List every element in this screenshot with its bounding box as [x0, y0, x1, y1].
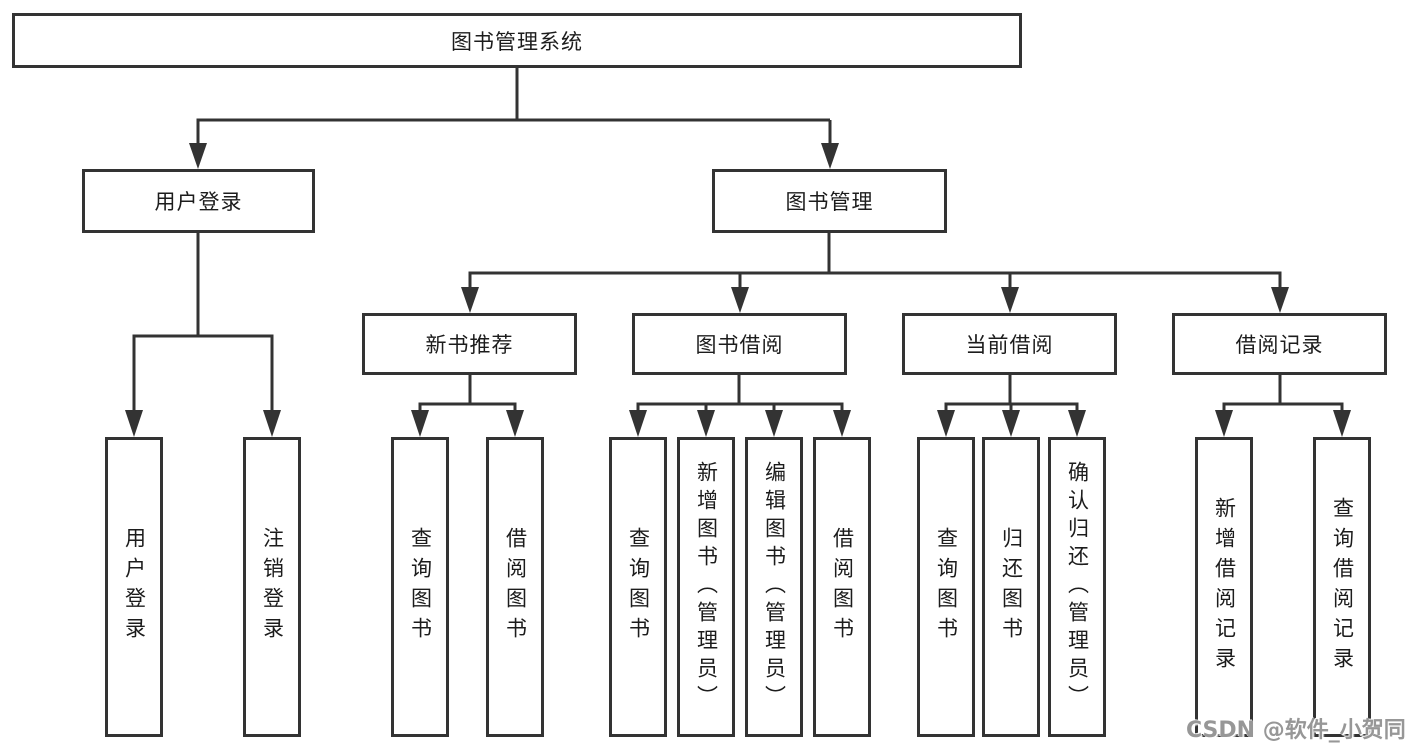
arrowheads [125, 143, 1351, 437]
node-root: 图书管理系统 [12, 13, 1022, 68]
node-user-login: 用户登录 [82, 169, 315, 233]
arrow-icon [1333, 410, 1351, 437]
leaf-logout: 注销登录 [243, 437, 301, 737]
leaf-label: 查询图书 [626, 527, 651, 647]
connector-new-book-to-leaves [418, 375, 517, 414]
arrow-icon [765, 410, 783, 437]
arrow-icon [125, 410, 143, 437]
arrow-icon [1002, 410, 1020, 437]
arrow-icon [1068, 410, 1086, 437]
leaf-label: 借阅图书 [830, 527, 855, 647]
leaf-query-book-3: 查询图书 [917, 437, 975, 737]
arrow-icon [461, 287, 479, 313]
leaf-query-book-1: 查询图书 [391, 437, 449, 737]
leaf-add-borrow-record: 新增借阅记录 [1195, 437, 1253, 737]
node-borrow-record-label: 借阅记录 [1235, 333, 1324, 357]
node-root-label: 图书管理系统 [451, 29, 583, 54]
arrow-icon [1271, 287, 1289, 313]
node-current-borrow: 当前借阅 [902, 313, 1117, 375]
arrow-icon [1215, 410, 1233, 437]
arrow-icon [629, 410, 647, 437]
leaf-label: 归还图书 [999, 527, 1024, 647]
arrow-icon [697, 410, 715, 437]
node-book-borrow-label: 图书借阅 [695, 333, 784, 357]
leaf-label: 用户登录 [122, 527, 147, 647]
leaf-borrow-book-2: 借阅图书 [813, 437, 871, 737]
arrow-icon [833, 410, 851, 437]
leaf-return-book: 归还图书 [982, 437, 1040, 737]
arrow-icon [189, 143, 207, 169]
node-book-mgmt-label: 图书管理 [785, 190, 874, 214]
leaf-label: 查询图书 [934, 527, 959, 647]
leaf-query-borrow-record: 查询借阅记录 [1313, 437, 1371, 737]
connector-current-borrow-to-leaves [944, 375, 1079, 414]
arrow-icon [821, 143, 839, 169]
leaf-user-login: 用户登录 [105, 437, 163, 737]
node-book-mgmt: 图书管理 [712, 169, 947, 233]
csdn-watermark: CSDN @软件_小贺同学 [1186, 718, 1405, 743]
leaf-edit-book-admin: 编辑图书（管理员） [745, 437, 803, 737]
leaf-label: 查询图书 [408, 527, 433, 647]
arrow-icon [263, 410, 281, 437]
leaf-confirm-return-admin: 确认归还（管理员） [1048, 437, 1106, 737]
arrow-icon [937, 410, 955, 437]
leaf-query-book-2: 查询图书 [609, 437, 667, 737]
leaf-borrow-book-1: 借阅图书 [486, 437, 544, 737]
node-book-borrow: 图书借阅 [632, 313, 847, 375]
leaf-label: 注销登录 [260, 527, 285, 647]
connector-user-login-to-leaves [132, 233, 274, 414]
connector-book-mgmt-to-level3 [468, 233, 1282, 290]
connector-book-borrow-to-leaves [636, 375, 844, 414]
connector-borrow-record-to-leaves [1222, 375, 1344, 414]
leaf-label: 编辑图书（管理员） [762, 461, 787, 713]
leaf-add-book-admin: 新增图书（管理员） [677, 437, 735, 737]
leaf-label: 新增借阅记录 [1212, 497, 1237, 677]
node-current-borrow-label: 当前借阅 [965, 333, 1054, 357]
arrow-icon [731, 287, 749, 313]
node-new-book-label: 新书推荐 [425, 333, 514, 357]
connector-root-to-level2 [196, 68, 832, 146]
leaf-label: 查询借阅记录 [1330, 497, 1355, 677]
node-borrow-record: 借阅记录 [1172, 313, 1387, 375]
leaf-label: 借阅图书 [503, 527, 528, 647]
node-new-book: 新书推荐 [362, 313, 577, 375]
node-user-login-label: 用户登录 [154, 190, 243, 214]
arrow-icon [506, 410, 524, 437]
arrow-icon [411, 410, 429, 437]
leaf-label: 确认归还（管理员） [1065, 461, 1090, 713]
leaf-label: 新增图书（管理员） [694, 461, 719, 713]
arrow-icon [1001, 287, 1019, 313]
